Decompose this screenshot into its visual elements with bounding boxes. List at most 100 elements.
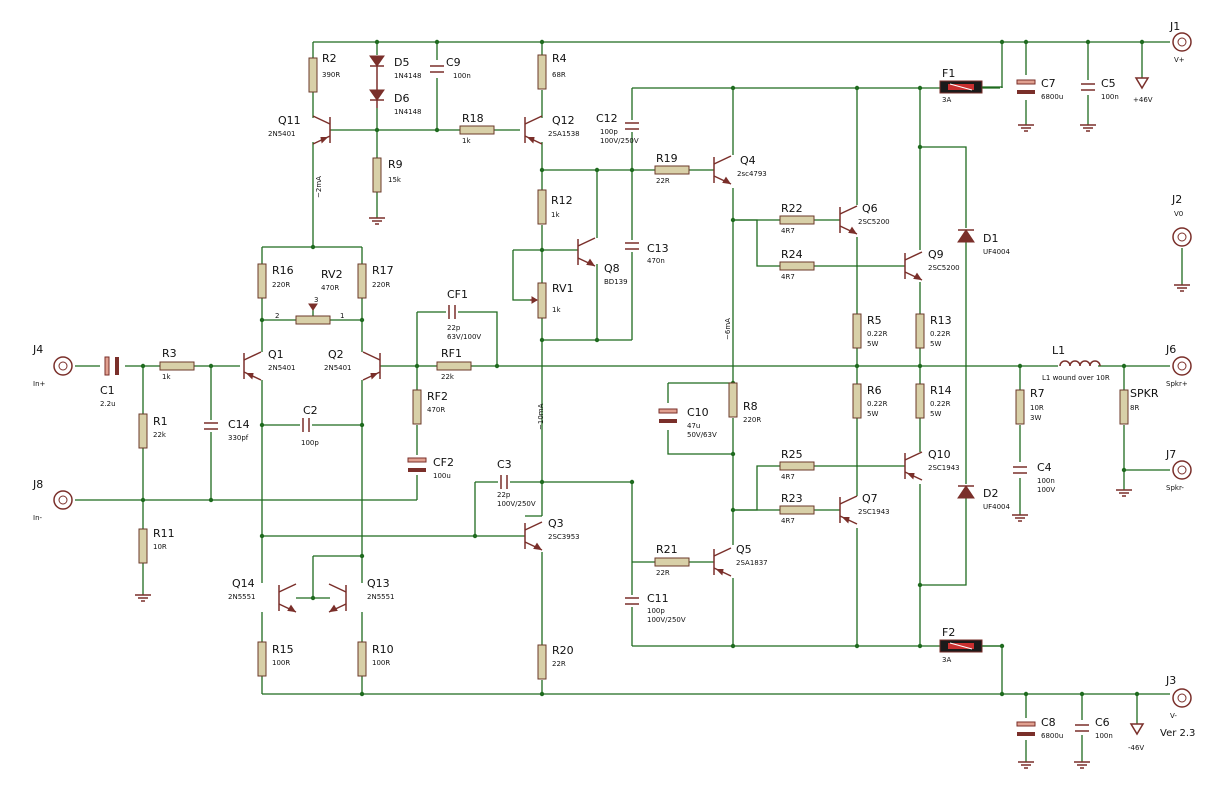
pot-rv2[interactable]: RV2 470R 3 2 1	[275, 268, 344, 325]
spkr-value: 8R	[1130, 404, 1139, 412]
c2-value: 100p	[301, 439, 319, 447]
pot-rv1[interactable]: RV1 1k	[530, 282, 574, 319]
capacitor-c1[interactable]: C12.2u	[100, 356, 119, 408]
q13-value: 2N5551	[367, 593, 395, 601]
rf2-value: 470R	[427, 406, 445, 414]
version-label: Ver 2.3	[1160, 728, 1195, 739]
rv2-pin1: 1	[340, 312, 344, 320]
diode-d6[interactable]: D6 1N4148	[369, 89, 422, 116]
rv1-value: 1k	[552, 306, 561, 314]
r7-value: 10R	[1030, 404, 1044, 412]
q7-value: 2SC1943	[858, 508, 890, 516]
r19-value: 22R	[656, 177, 670, 185]
capacitor-c2[interactable]: C2 100p	[301, 404, 319, 447]
c4-ref: C4	[1037, 461, 1052, 474]
c12-ref: C12	[596, 112, 618, 125]
diode-d5[interactable]: D5 1N4148	[369, 55, 422, 90]
q6-value: 2SC5200	[858, 218, 890, 226]
ground-symbols	[135, 124, 1190, 769]
fuse-f2[interactable]: F2 3A	[939, 626, 1002, 664]
r24-value: 4R7	[781, 273, 795, 281]
d1-value: UF4004	[983, 248, 1011, 256]
diode-d1[interactable]: D1 UF4004	[957, 229, 1011, 256]
inductor-l1[interactable]: L1 L1 wound over 10R	[1042, 344, 1110, 382]
r1-value: 22k	[153, 431, 167, 439]
c5-value: 100n	[1101, 93, 1119, 101]
r6-ref: R6	[867, 384, 882, 397]
r9-ref: R9	[388, 158, 403, 171]
c2-ref: C2	[303, 404, 318, 417]
diode-d2[interactable]: D2 UF4004	[957, 485, 1011, 511]
r6-rating: 5W	[867, 410, 878, 418]
connector-j1[interactable]: J1V+	[1169, 20, 1192, 64]
r3-value: 1k	[162, 373, 171, 381]
r23-ref: R23	[781, 492, 803, 505]
c7-ref: C7	[1041, 77, 1056, 90]
q1-value: 2N5401	[268, 364, 296, 372]
connector-j3[interactable]: J3V-	[1165, 674, 1192, 720]
fuse-f1[interactable]: F1 3A	[939, 67, 1003, 104]
